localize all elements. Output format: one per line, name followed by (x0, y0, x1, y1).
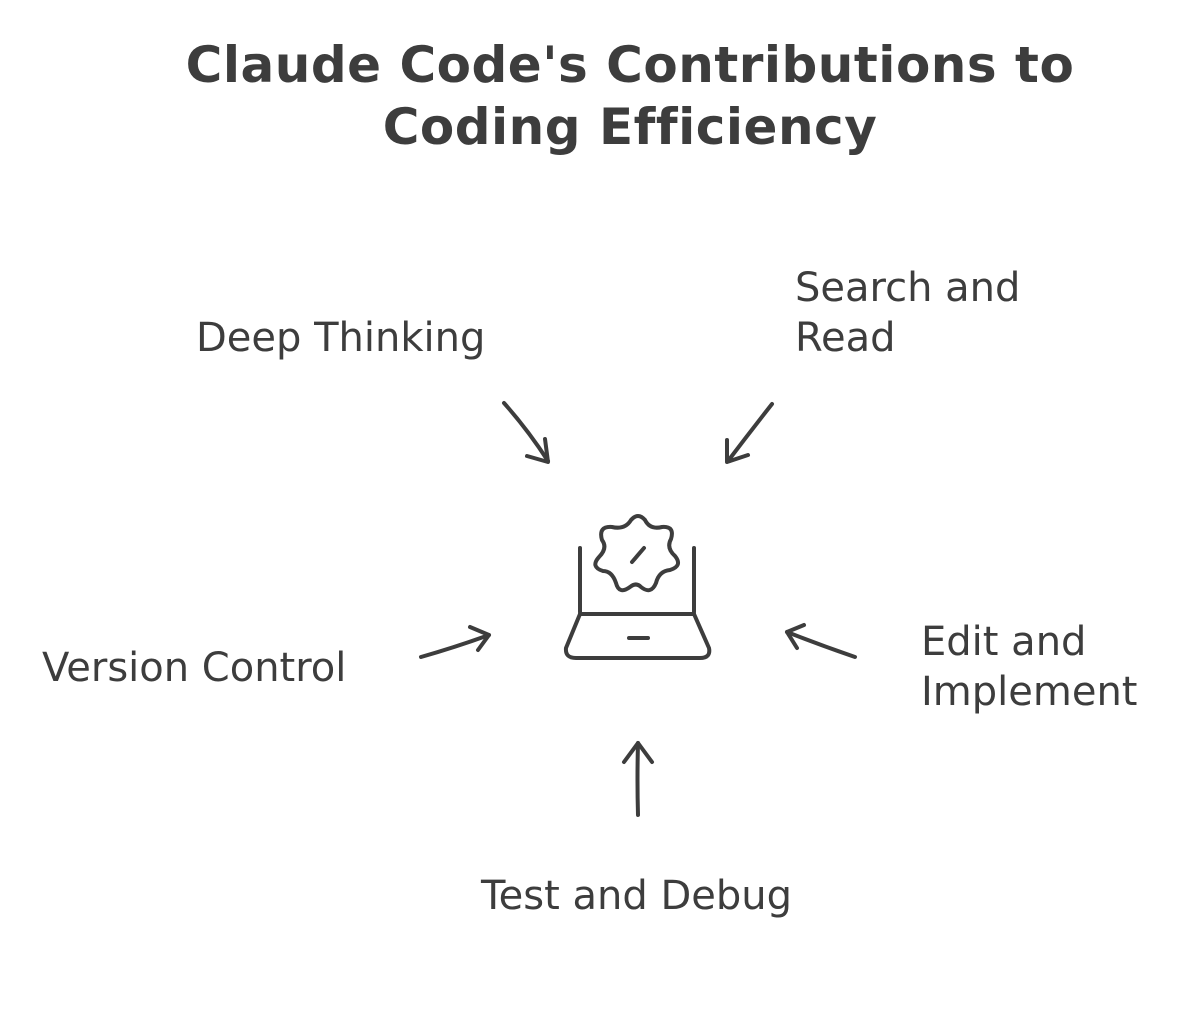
arrow-version-control (419, 625, 491, 659)
gear-icon (593, 514, 681, 593)
label-deep-thinking-text: Deep Thinking (196, 315, 486, 361)
label-edit-and-implement-line1: Edit and (921, 619, 1087, 665)
label-search-and-read-line1: Search and (795, 265, 1021, 311)
label-search-and-read-line2: Read (795, 315, 896, 361)
arrow-deep-thinking (502, 401, 550, 464)
arrow-test-and-debug (622, 741, 654, 817)
label-version-control-text: Version Control (42, 645, 347, 691)
arrow-search-and-read (725, 402, 774, 464)
diagram-title: Claude Code's Contributions to Coding Ef… (185, 36, 1075, 156)
label-deep-thinking: Deep Thinking (196, 313, 485, 363)
label-edit-and-implement-line2: Implement (921, 669, 1138, 715)
label-test-and-debug-text: Test and Debug (481, 873, 792, 919)
label-search-and-read: Search and Read (795, 263, 1020, 363)
label-version-control: Version Control (42, 643, 346, 693)
laptop-gear-icon (563, 514, 712, 660)
label-edit-and-implement: Edit and Implement (921, 617, 1137, 717)
label-test-and-debug: Test and Debug (481, 871, 792, 921)
arrow-edit-and-implement (785, 623, 857, 659)
